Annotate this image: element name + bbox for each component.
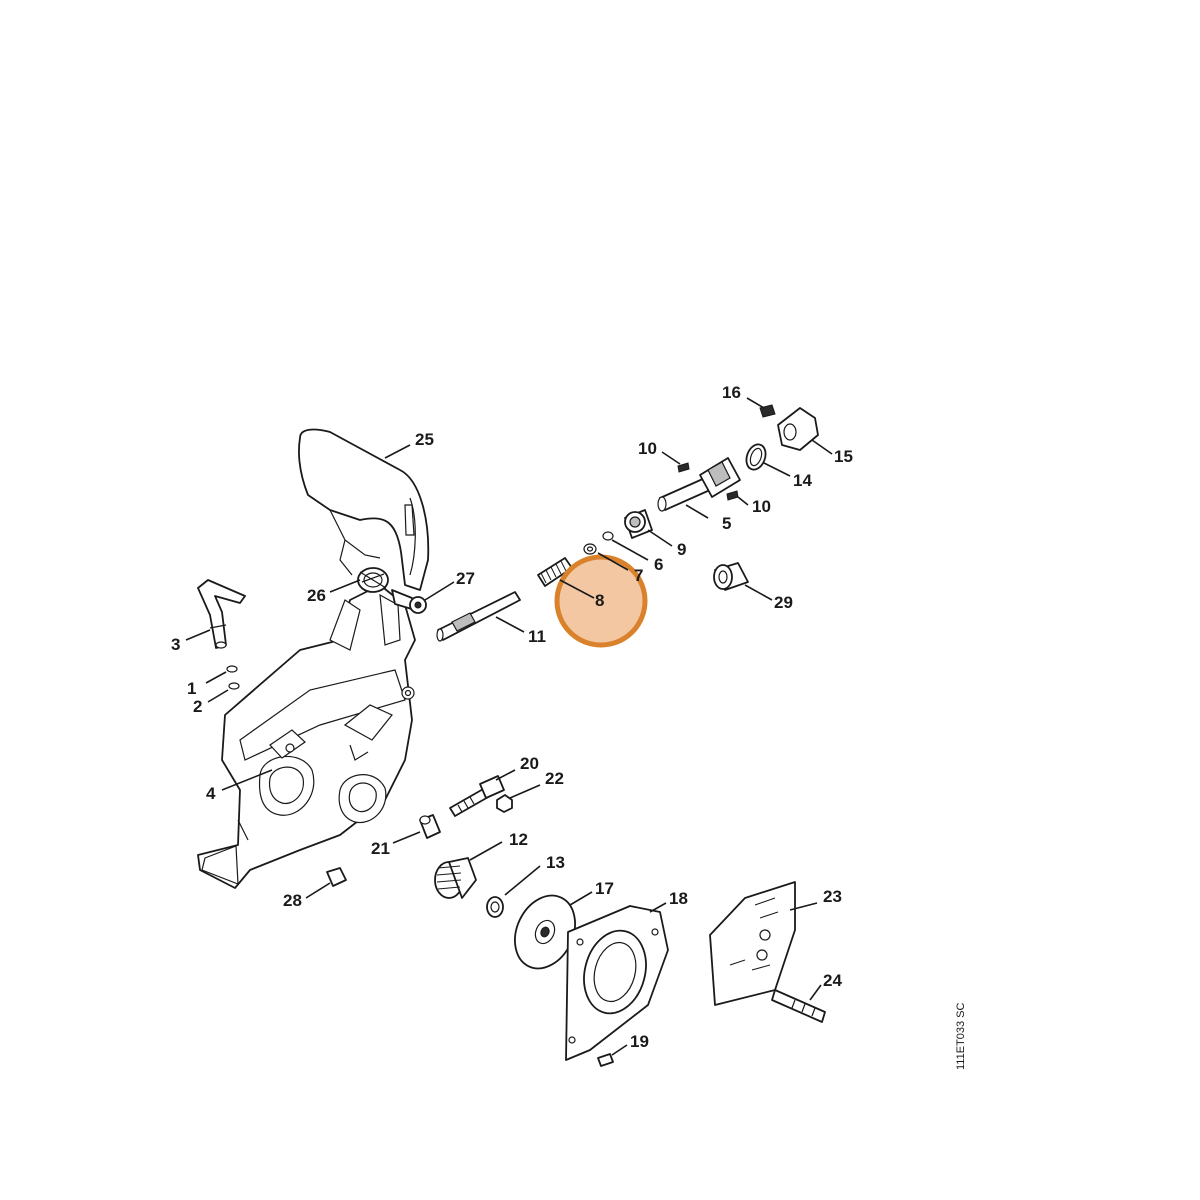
callout-7: 7 xyxy=(634,566,643,585)
callout-labels: 1 2 3 4 5 6 7 8 9 10 10 11 12 13 14 15 1… xyxy=(171,383,853,1051)
callout-20: 20 xyxy=(520,754,539,773)
part-22-nut xyxy=(496,794,513,813)
callout-19: 19 xyxy=(630,1032,649,1051)
part-9-bushing xyxy=(624,509,653,539)
part-17-disc xyxy=(514,894,576,970)
callout-4: 4 xyxy=(206,784,216,803)
leader-lines xyxy=(185,397,833,1056)
part-26-spring xyxy=(357,567,389,593)
callout-5: 5 xyxy=(722,514,731,533)
drawing-code: 111ET033 SC xyxy=(955,1002,967,1070)
callout-27: 27 xyxy=(456,569,475,588)
callout-25: 25 xyxy=(415,430,434,449)
callout-23: 23 xyxy=(823,887,842,906)
callout-21: 21 xyxy=(371,839,390,858)
callout-15: 15 xyxy=(834,447,853,466)
callout-2: 2 xyxy=(193,697,202,716)
callout-29: 29 xyxy=(774,593,793,612)
callout-22: 22 xyxy=(545,769,564,788)
callout-26: 26 xyxy=(307,586,326,605)
callout-3: 3 xyxy=(171,635,180,654)
callout-11: 11 xyxy=(528,627,546,646)
callout-10-top: 10 xyxy=(638,439,657,458)
part-23-plate xyxy=(709,881,796,1006)
part-20-stud xyxy=(449,775,505,817)
part-2-washer xyxy=(228,682,240,690)
part-28-plug xyxy=(326,867,347,887)
part-15-knob xyxy=(777,407,819,451)
callout-17: 17 xyxy=(595,879,614,898)
part-6-o-ring xyxy=(602,531,614,541)
callout-13: 13 xyxy=(546,853,565,872)
part-11-shaft xyxy=(436,591,521,642)
callout-1: 1 xyxy=(187,679,196,698)
part-10-screw-top xyxy=(677,462,690,473)
callout-10-right: 10 xyxy=(752,497,771,516)
callout-8: 8 xyxy=(595,591,604,610)
part-29-sleeve xyxy=(713,562,749,591)
highlight-marker xyxy=(554,554,648,648)
part-25-hand-guard xyxy=(298,428,430,591)
part-10-screw-right xyxy=(726,490,739,501)
part-4-housing xyxy=(197,584,416,889)
callout-16: 16 xyxy=(722,383,741,402)
part-21-fitting xyxy=(419,814,441,839)
callout-9: 9 xyxy=(677,540,686,559)
part-3-lever xyxy=(197,579,246,649)
part-27-pivot-pin xyxy=(391,589,427,614)
part-14-ring xyxy=(745,443,767,471)
part-19-screw xyxy=(597,1053,614,1067)
callout-14: 14 xyxy=(793,471,812,490)
part-1-washer xyxy=(226,665,238,673)
part-12-worm-gear xyxy=(434,857,477,899)
callout-12: 12 xyxy=(509,830,528,849)
callout-18: 18 xyxy=(669,889,688,908)
part-24-stud xyxy=(771,989,826,1023)
part-18-cover-plate xyxy=(565,905,669,1061)
part-13-ring xyxy=(486,896,504,918)
callout-24: 24 xyxy=(823,971,842,990)
part-5-worm-shaft xyxy=(657,457,741,512)
callout-28: 28 xyxy=(283,891,302,910)
callout-6: 6 xyxy=(654,555,663,574)
